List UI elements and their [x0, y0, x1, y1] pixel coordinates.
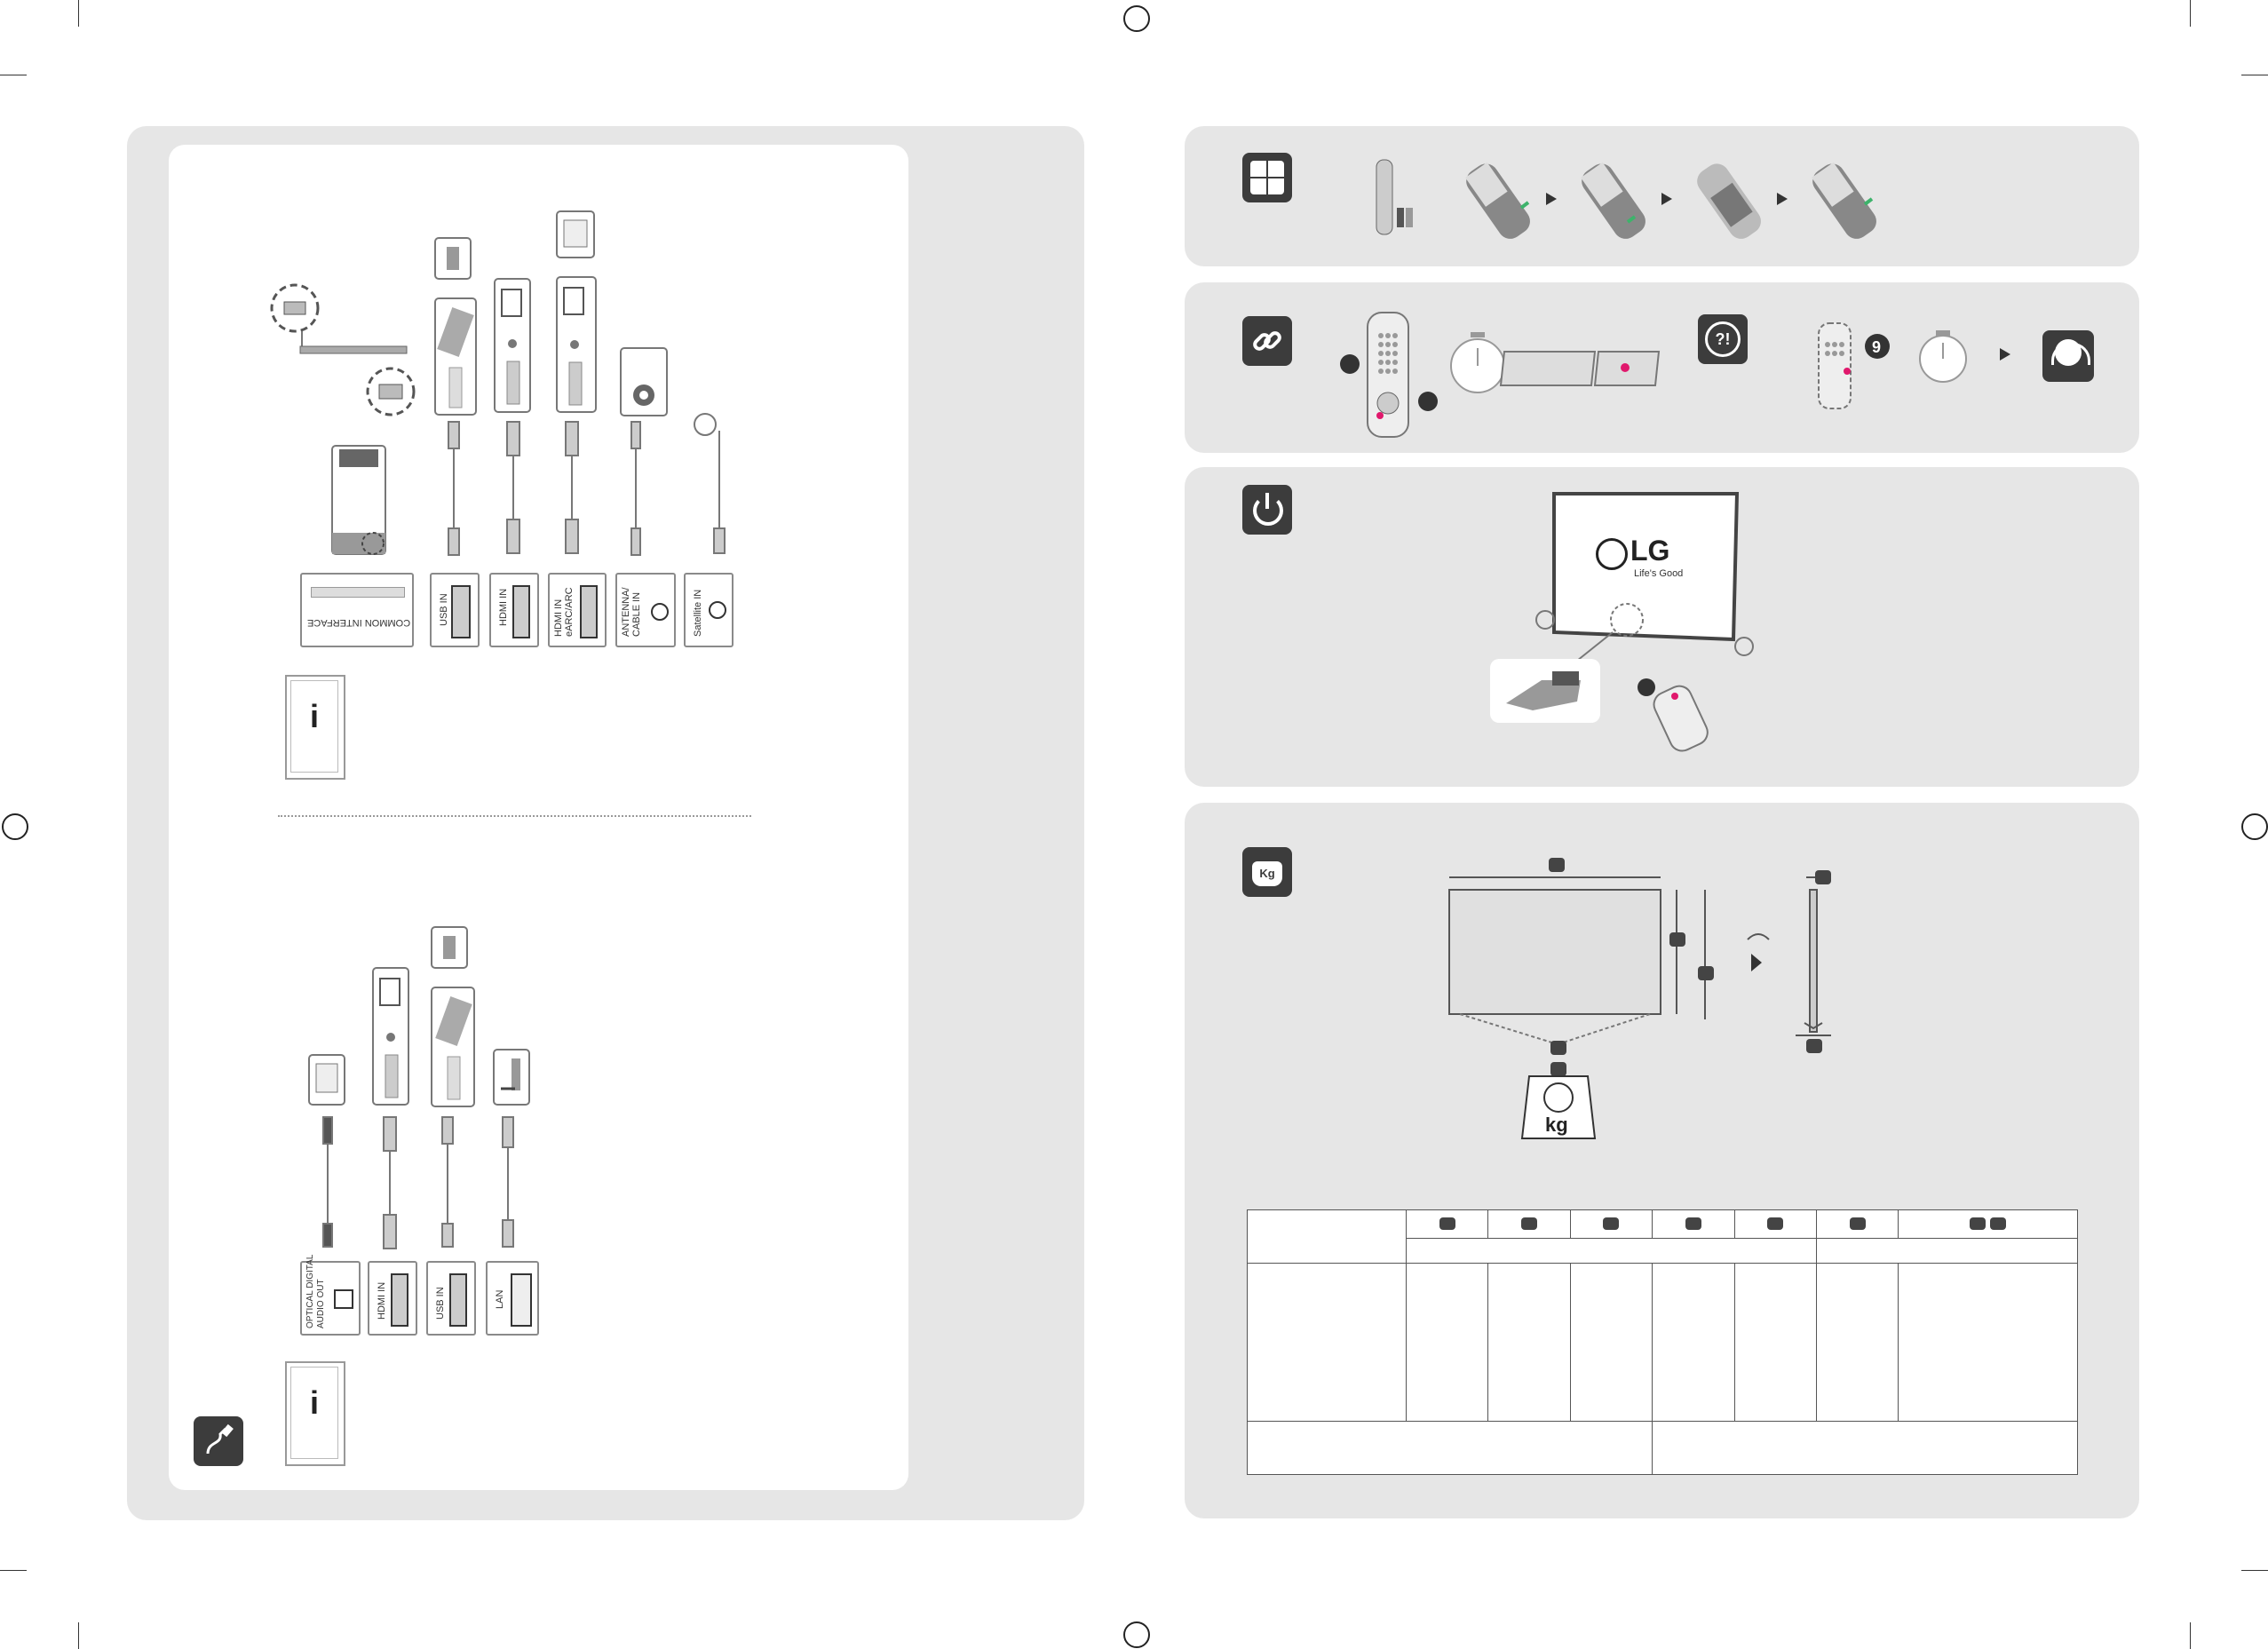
port-lan: LAN	[486, 1261, 539, 1336]
port-hdmi-earc: HDMI IN eARC/ARC	[548, 573, 607, 647]
spec-table-header-label	[1247, 1209, 1407, 1264]
battery-icon	[1242, 153, 1292, 202]
spec-table-col-7	[1898, 1209, 2078, 1239]
port-label-satellite-in: Satellite IN	[693, 589, 703, 637]
port-optical-audio-out: OPTICAL DIGITAL AUDIO OUT	[300, 1255, 361, 1336]
crop-mark	[78, 1622, 79, 1649]
port-label-hdmi-earc-1: HDMI IN	[553, 599, 564, 637]
info-box-bottom: i	[285, 1361, 345, 1466]
spec-table-cell	[1733, 1263, 1817, 1422]
registration-mark-bottom	[1123, 1621, 1150, 1648]
bottom-usb-device-icon	[431, 926, 468, 969]
bottom-hdmi-device-icon	[372, 967, 409, 1106]
spec-table-subheader	[1406, 1238, 1817, 1264]
port-label-hdmi-earc-2: eARC/ARC	[564, 587, 575, 637]
spec-table-col-6	[1815, 1209, 1899, 1239]
satellite-dish-icon	[694, 413, 717, 436]
top-cables	[448, 421, 726, 556]
spec-table	[1246, 1209, 2079, 1475]
spec-table-footer-cell	[1652, 1421, 2078, 1475]
spec-table-col-3	[1569, 1209, 1653, 1239]
crop-mark	[2241, 1570, 2268, 1571]
hdmi-device-icon	[494, 278, 531, 413]
spec-table-cell	[1247, 1263, 1407, 1422]
spec-table-col-2	[1487, 1209, 1571, 1239]
port-label-common-interface: COMMON INTERFACE	[307, 617, 411, 628]
spec-table-cell	[1898, 1263, 2078, 1422]
port-label-antenna-1: ANTENNA/	[621, 587, 631, 637]
weight-icon: Kg	[1242, 847, 1292, 897]
port-usb-in: USB IN	[430, 573, 480, 647]
cable-icon	[194, 1416, 243, 1466]
hdmi-earc-device-icon	[556, 210, 597, 413]
port-label-usb-in: USB IN	[439, 593, 449, 626]
timer-icon	[1919, 330, 1967, 383]
tv-power-illustration	[1490, 492, 1754, 752]
info-icon-bottom: i	[290, 1367, 338, 1459]
link-icon	[1242, 316, 1292, 366]
support-number-badge: 9	[1871, 338, 1881, 356]
spec-table-cell	[1487, 1263, 1571, 1422]
port-label-lan: LAN	[495, 1289, 505, 1309]
help-icon: ?!	[1698, 314, 1748, 364]
pairing-remote-illustration	[1340, 312, 1661, 438]
headset-icon	[2042, 330, 2094, 382]
support-remote-illustration	[1818, 322, 1890, 409]
lg-logo-circle	[1596, 538, 1628, 570]
antenna-device-icon	[620, 347, 668, 416]
spec-table-cell	[1652, 1263, 1735, 1422]
scale-unit-label: kg	[1545, 1114, 1568, 1136]
tv-dimensions-diagram	[1448, 858, 1831, 1139]
registration-mark-left	[2, 813, 28, 840]
registration-mark-top	[1123, 5, 1150, 32]
usb-port-panel-icon	[434, 297, 477, 416]
bottom-cables	[322, 1116, 514, 1249]
section-divider	[278, 815, 751, 817]
spec-table-col-1	[1405, 1209, 1489, 1239]
port-bottom-usb-in: USB IN	[426, 1261, 476, 1336]
spec-table-cell	[1815, 1263, 1899, 1422]
lg-tagline: Life's Good	[1634, 568, 1684, 579]
info-icon: i	[290, 680, 338, 773]
ci-card-diagram	[270, 283, 416, 416]
bottom-lan-device-icon	[493, 1049, 530, 1106]
arrow-icon	[2000, 348, 2010, 361]
crop-mark	[78, 0, 79, 27]
port-label-optical-1: OPTICAL DIGITAL	[305, 1254, 315, 1328]
crop-mark	[2190, 1622, 2191, 1649]
port-label-bottom-hdmi: HDMI IN	[377, 1281, 387, 1320]
port-common-interface: COMMON INTERFACE	[300, 573, 414, 647]
spec-table-col-4	[1652, 1209, 1735, 1239]
spec-table-col-5	[1733, 1209, 1817, 1239]
port-hdmi-in: HDMI IN	[489, 573, 539, 647]
spec-table-footer-cell	[1246, 1421, 1653, 1475]
spec-table-cell	[1405, 1263, 1489, 1422]
port-bottom-hdmi-in: HDMI IN	[368, 1261, 417, 1336]
port-antenna: ANTENNA/ CABLE IN	[615, 573, 676, 647]
bottom-usb-panel-icon	[431, 987, 475, 1107]
crop-mark	[0, 1570, 27, 1571]
port-satellite-in: Satellite IN	[684, 573, 734, 647]
port-label-optical-2: AUDIO OUT	[316, 1279, 326, 1328]
registration-mark-right	[2241, 813, 2268, 840]
battery-steps-illustration	[1376, 159, 1876, 239]
bottom-optical-device-icon	[308, 1054, 345, 1106]
usb-device-icon	[434, 237, 472, 280]
ci-card-slot-icon	[331, 445, 386, 555]
info-box-top: i	[285, 675, 345, 780]
spec-table-cell	[1569, 1263, 1653, 1422]
port-label-bottom-usb: USB IN	[435, 1287, 446, 1320]
port-label-hdmi-in: HDMI IN	[498, 588, 509, 626]
weight-icon-label: Kg	[1252, 861, 1282, 886]
port-label-antenna-2: CABLE IN	[631, 591, 642, 637]
power-icon	[1242, 485, 1292, 535]
crop-mark	[2190, 0, 2191, 27]
lg-logo-text: LG	[1630, 535, 1670, 567]
spec-table-subheader	[1815, 1238, 2079, 1264]
